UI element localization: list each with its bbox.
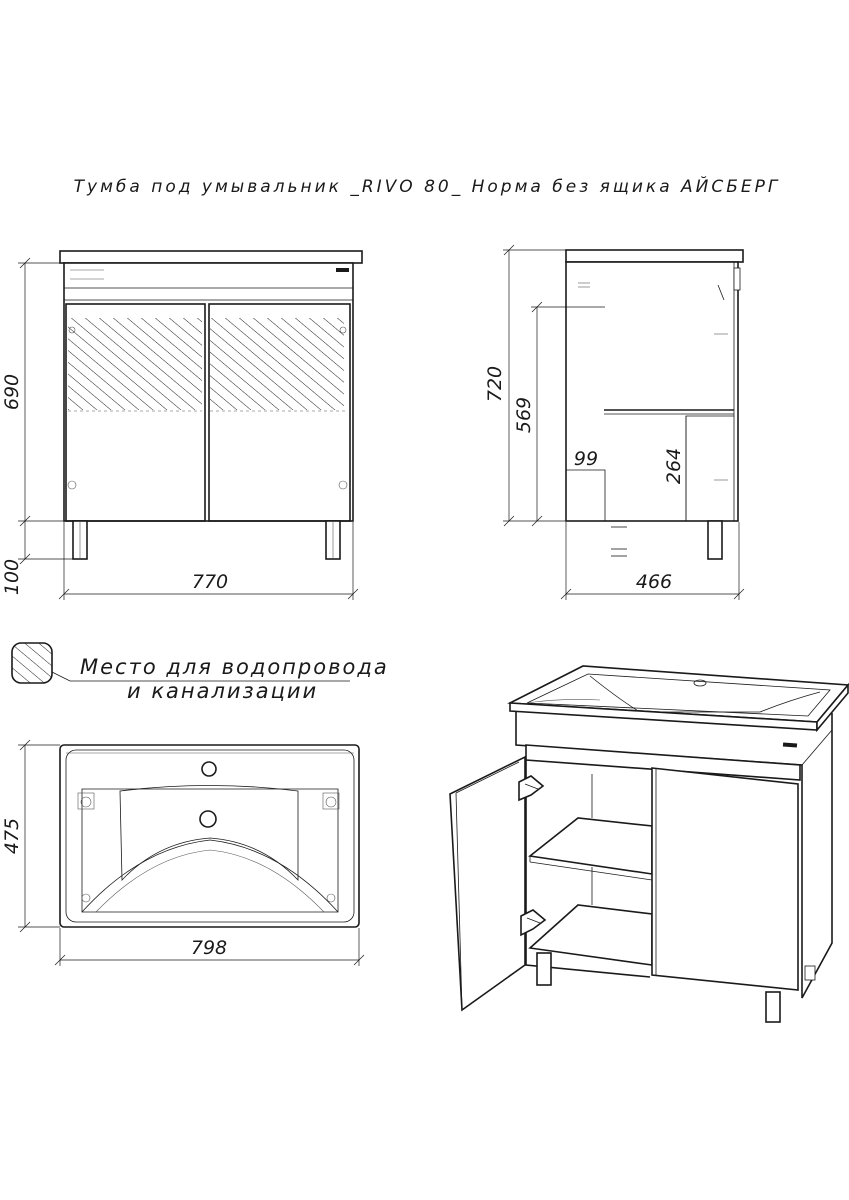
front-right-door [208, 303, 351, 522]
dim-side-depth: 466 [636, 571, 672, 593]
isometric-view [449, 665, 849, 1023]
iso-hinge-upper [518, 775, 545, 802]
iso-shelf [528, 817, 653, 875]
dim-side-shelf-height: 264 [663, 448, 685, 484]
dim-side-bottom-offset: 99 [574, 448, 598, 470]
side-leg [707, 520, 723, 560]
dim-leg-height: 100 [1, 559, 23, 595]
legend-swatch [11, 642, 53, 684]
legend-line2: и канализации [127, 679, 318, 703]
top-view: 475 798 [1, 739, 365, 966]
iso-leg-front-right [765, 991, 781, 1023]
drain-hole [199, 810, 217, 828]
iso-right-door [651, 767, 799, 991]
dim-side-opening-height: 569 [513, 397, 535, 433]
iso-leg-front-left [536, 952, 552, 986]
iso-left-door [449, 755, 526, 1012]
top-countertop [59, 744, 360, 928]
front-countertop [59, 250, 363, 264]
dim-front-width: 770 [192, 571, 228, 593]
dim-side-total-height: 720 [484, 366, 506, 402]
front-view: 690 100 770 [1, 250, 363, 600]
faucet-hole [201, 761, 217, 777]
dim-top-width: 798 [191, 937, 227, 959]
brand-plate [336, 268, 349, 272]
legend-line1: Место для водопровода [80, 655, 389, 679]
side-cabinet-body [565, 261, 739, 522]
iso-leg-back-right [804, 965, 816, 981]
iso-cabinet-body [515, 711, 833, 999]
drawing-title: Тумба под умывальник _RIVO 80_ Норма без… [74, 175, 781, 197]
iso-hinge-lower [520, 909, 547, 937]
iso-brand-plate [782, 742, 798, 748]
dim-front-height: 690 [1, 374, 23, 410]
dim-top-depth: 475 [1, 818, 23, 854]
plumbing-zone-right [210, 318, 344, 410]
front-left-door [65, 303, 206, 522]
plumbing-zone-left [68, 318, 202, 410]
side-view: 720 569 99 264 466 [484, 244, 745, 600]
legend: Место для водопровода и канализации [11, 642, 389, 703]
side-countertop [565, 249, 744, 263]
